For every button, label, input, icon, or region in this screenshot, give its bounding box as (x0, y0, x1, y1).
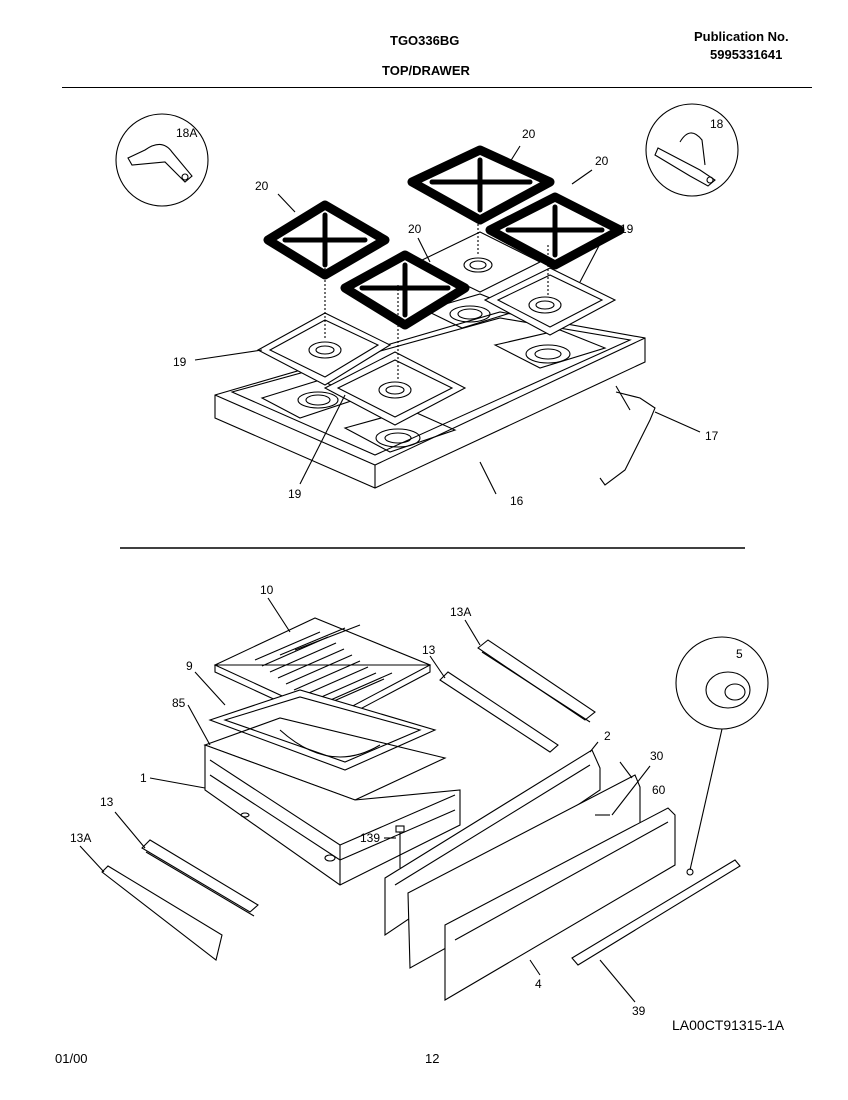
callout-2: 2 (604, 729, 611, 743)
callout-13a-right: 13A (450, 605, 471, 619)
header-divider (62, 87, 812, 88)
callout-20-b: 20 (522, 127, 536, 141)
page-number: 12 (425, 1051, 440, 1066)
callout-20-a: 20 (255, 179, 269, 193)
publication-number: 5995331641 (710, 47, 783, 62)
drawer-body (204, 744, 461, 886)
callout-39: 39 (632, 1004, 646, 1018)
footer-date: 01/00 (55, 1051, 88, 1066)
slide-rail-13a-left (101, 865, 223, 961)
drawer-trim (571, 859, 741, 966)
broiler-pan (208, 689, 437, 771)
cooktop-assembly (115, 103, 739, 495)
detail-18-circle (645, 103, 739, 197)
callout-9: 9 (186, 659, 193, 673)
detail-18a-circle (115, 113, 209, 207)
drawer-front (444, 807, 676, 1001)
callout-30: 30 (650, 749, 664, 763)
callout-17: 17 (705, 429, 719, 443)
burner-grates (263, 145, 625, 330)
callout-19-c: 19 (288, 487, 302, 501)
publication-label: Publication No. (694, 29, 789, 44)
callout-5: 5 (736, 647, 743, 661)
callout-20-d: 20 (408, 222, 422, 236)
callout-10: 10 (260, 583, 274, 597)
drawer-assembly (79, 597, 769, 1003)
drawing-code: LA00CT91315-1A (672, 1017, 785, 1033)
model-number: TGO336BG (390, 33, 460, 48)
callout-4: 4 (535, 977, 542, 991)
callout-18a: 18A (176, 126, 197, 140)
section-title: TOP/DRAWER (382, 63, 470, 78)
slide-rail-13-right (439, 671, 559, 753)
callout-19-a: 19 (620, 222, 634, 236)
callout-13-right: 13 (422, 643, 436, 657)
callout-139: 139 (360, 831, 380, 845)
callout-13a-left: 13A (70, 831, 91, 845)
slide-rail-13-left (141, 839, 259, 913)
callout-18: 18 (710, 117, 724, 131)
callout-1: 1 (140, 771, 147, 785)
callout-20-c: 20 (595, 154, 609, 168)
callout-13-left: 13 (100, 795, 114, 809)
callout-60: 60 (652, 783, 666, 797)
callout-19-b: 19 (173, 355, 187, 369)
callout-16: 16 (510, 494, 524, 508)
callout-85: 85 (172, 696, 186, 710)
igniter-wire (599, 391, 656, 486)
